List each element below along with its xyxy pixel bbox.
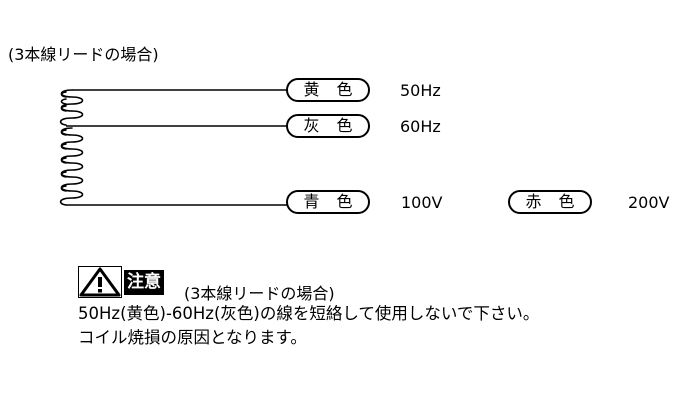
wire-tag-yellow: 黄 色 bbox=[286, 78, 370, 102]
wire-tag-gray: 灰 色 bbox=[286, 114, 370, 138]
warning-triangle-icon bbox=[78, 266, 122, 298]
label-50hz: 50Hz bbox=[400, 81, 441, 100]
caution-text-line2: コイル焼損の原因となります。 bbox=[78, 328, 307, 347]
label-100v: 100V bbox=[401, 193, 443, 212]
caution-label: 注意 bbox=[124, 269, 164, 295]
caution-subtitle: (3本線リードの場合) bbox=[184, 284, 335, 303]
caution-heading: 注意 bbox=[78, 266, 164, 298]
wire-tag-red: 赤 色 bbox=[508, 190, 592, 214]
caution-text-line1: 50Hz(黄色)-60Hz(灰色)の線を短絡して使用しないで下さい。 bbox=[78, 304, 540, 323]
diagram-title: (3本線リードの場合) bbox=[8, 45, 159, 64]
label-60hz: 60Hz bbox=[400, 117, 441, 136]
coil-lower bbox=[59, 127, 84, 206]
coil-upper bbox=[59, 89, 84, 126]
label-200v: 200V bbox=[628, 193, 670, 212]
wire-tag-blue: 青 色 bbox=[286, 190, 370, 214]
